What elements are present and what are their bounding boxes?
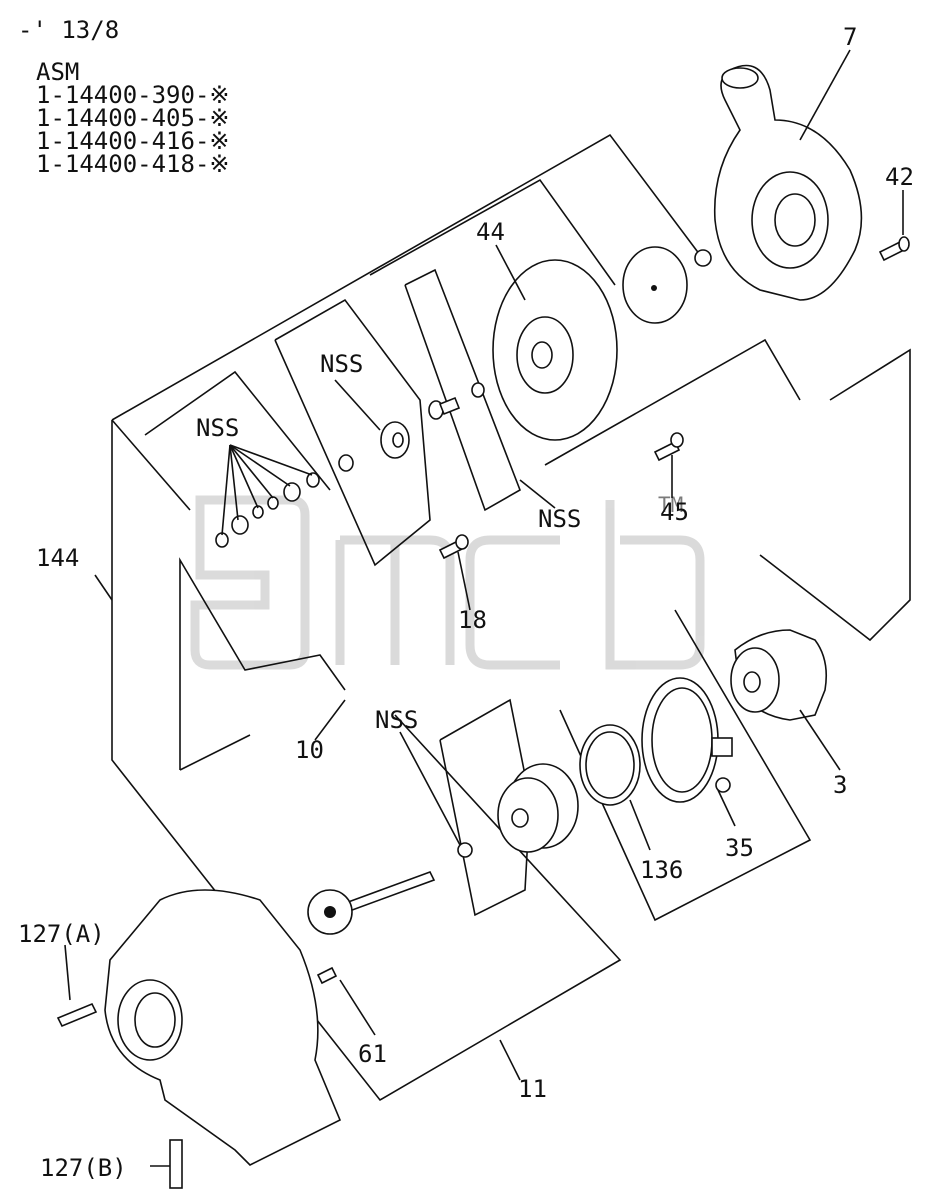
callout-136: 136 bbox=[640, 856, 683, 884]
watermark-logo: TM bbox=[190, 493, 705, 670]
thrust-collar bbox=[338, 421, 410, 472]
watermark-tm: TM bbox=[658, 493, 683, 517]
callout-144: 144 bbox=[36, 544, 79, 572]
nss-leader-lines bbox=[221, 444, 313, 536]
header-ref: -' 13/8 bbox=[18, 16, 119, 44]
frame-nss-center bbox=[274, 298, 431, 567]
asm-title: ASM bbox=[36, 58, 79, 86]
callout-127b: 127(B) bbox=[40, 1154, 127, 1182]
bolt-part-42 bbox=[878, 236, 910, 262]
callout-42: 42 bbox=[885, 163, 914, 191]
heat-shield bbox=[457, 763, 579, 858]
bearing-housing-part-3 bbox=[730, 629, 828, 721]
callout-nss-3: NSS bbox=[538, 505, 581, 533]
o-ring-part-136 bbox=[579, 724, 641, 806]
nut bbox=[694, 249, 712, 267]
asm-number-1: 1-14400-390-※ bbox=[36, 81, 230, 109]
frame-44 bbox=[369, 178, 616, 512]
compressor-housing-part-7 bbox=[713, 64, 863, 301]
asm-number-2: 1-14400-405-※ bbox=[36, 104, 230, 132]
stud-part-127b bbox=[169, 1139, 183, 1189]
back-plate-part-44 bbox=[492, 259, 618, 441]
callout-10: 10 bbox=[295, 736, 324, 764]
callout-nss-1: NSS bbox=[320, 350, 363, 378]
bolt-part-45 bbox=[653, 432, 684, 462]
leader-lines bbox=[64, 49, 904, 1167]
callout-3: 3 bbox=[833, 771, 847, 799]
screw-and-washer bbox=[428, 382, 485, 420]
callout-nss-4: NSS bbox=[375, 706, 418, 734]
turbine-housing-part-11 bbox=[104, 889, 342, 1166]
callout-nss-2: NSS bbox=[196, 414, 239, 442]
callout-7: 7 bbox=[843, 23, 857, 51]
frame-10 bbox=[144, 370, 346, 771]
callout-18: 18 bbox=[458, 606, 487, 634]
pin-part-61 bbox=[316, 966, 338, 985]
callout-45: 45 bbox=[660, 498, 689, 526]
callout-11: 11 bbox=[518, 1075, 547, 1103]
stud-part-127a bbox=[56, 1002, 98, 1028]
asm-number-3: 1-14400-416-※ bbox=[36, 127, 230, 155]
frame-35-136 bbox=[559, 609, 812, 922]
callout-44: 44 bbox=[476, 218, 505, 246]
callout-35: 35 bbox=[725, 834, 754, 862]
asm-number-4: 1-14400-418-※ bbox=[36, 150, 230, 178]
callout-127a: 127(A) bbox=[18, 920, 105, 948]
frame-144 bbox=[111, 133, 701, 1102]
bolt-part-18 bbox=[438, 534, 469, 560]
bearing-set bbox=[215, 472, 320, 548]
compressor-wheel bbox=[622, 246, 688, 324]
frame-45 bbox=[544, 338, 911, 642]
turbine-wheel-shaft bbox=[307, 871, 436, 935]
callout-61: 61 bbox=[358, 1040, 387, 1068]
clamp-part-35 bbox=[641, 677, 733, 803]
